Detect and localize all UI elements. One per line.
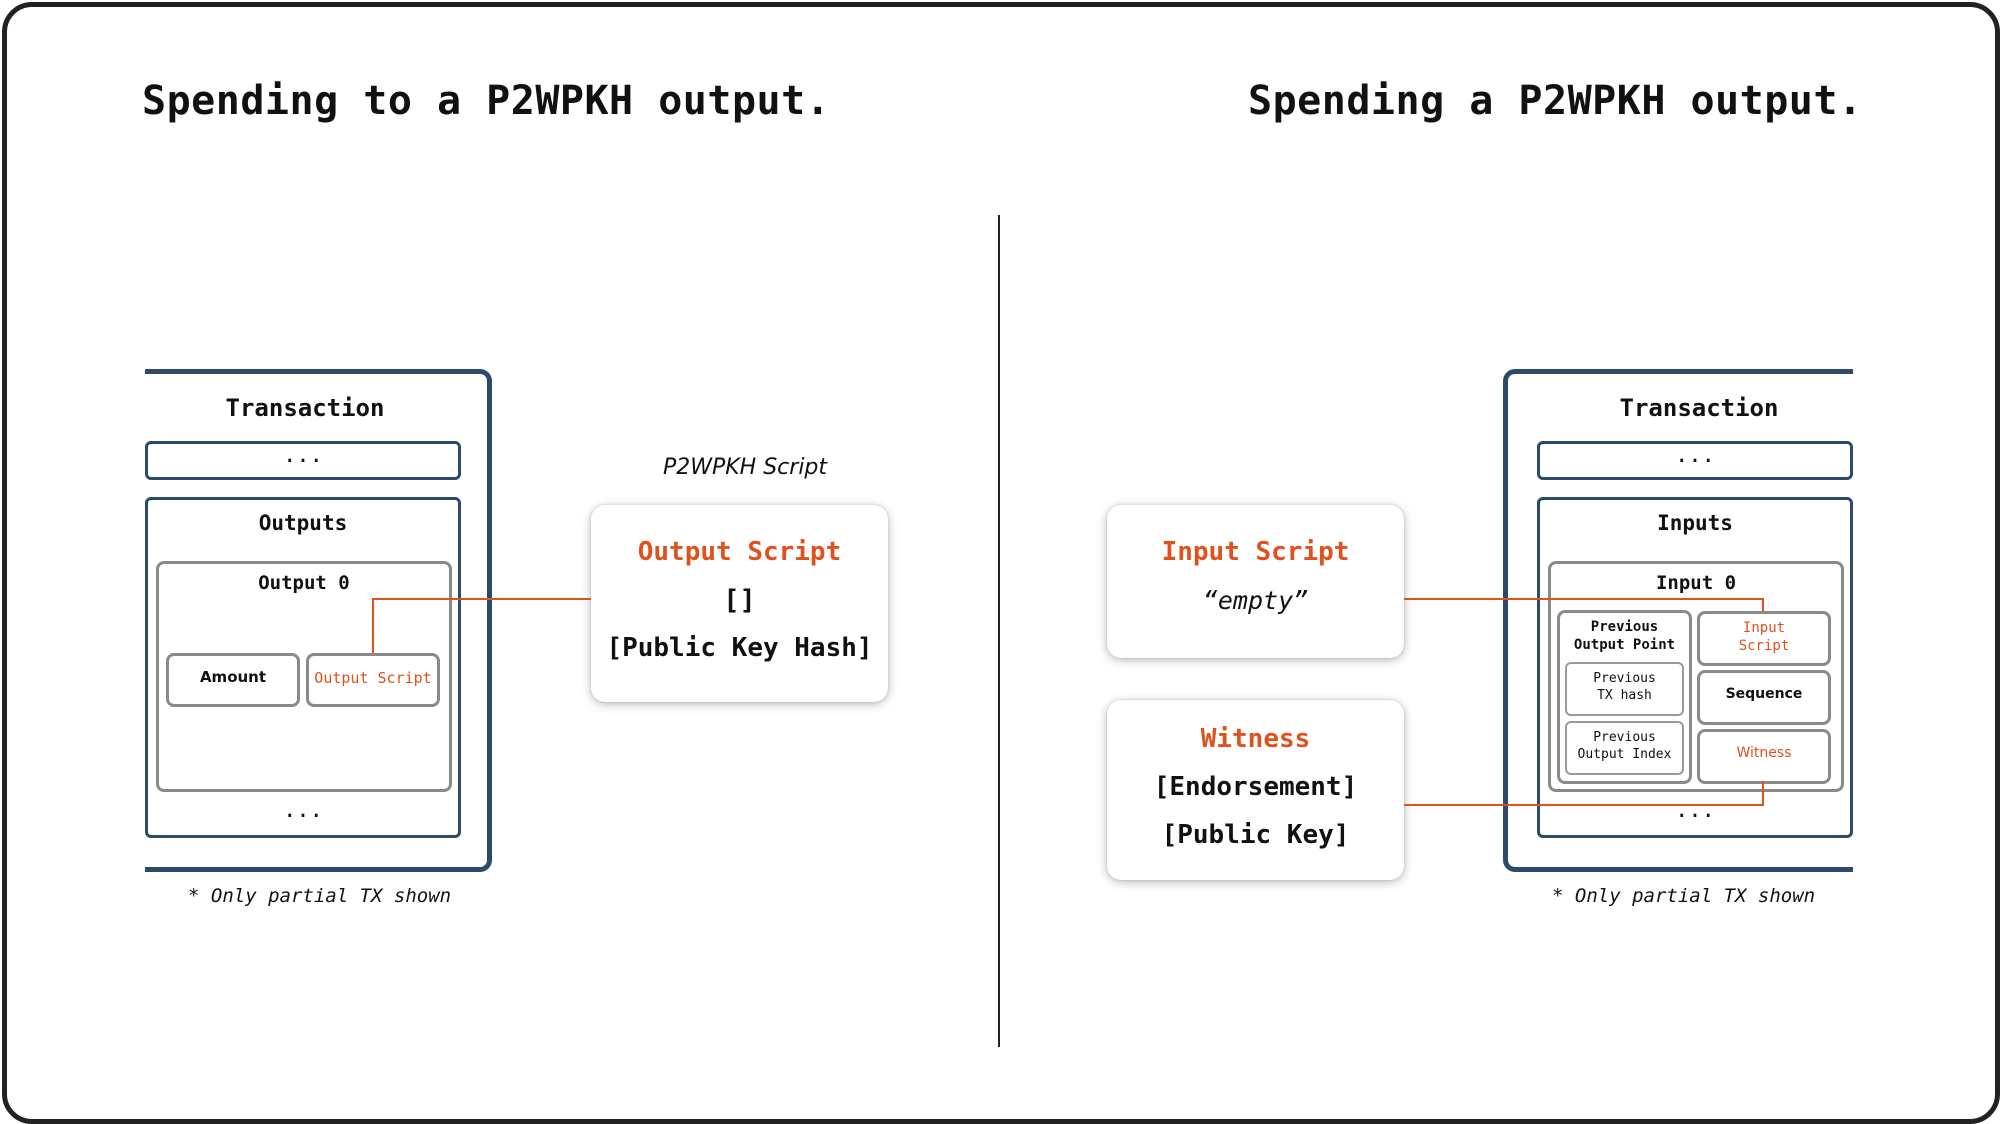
amount-field (166, 653, 300, 707)
p2wpkh-script-caption: P2WPKH Script (662, 455, 828, 480)
previous-tx-hash-label: Previous TX hash (1593, 671, 1656, 703)
left-title: Spending to a P2WPKH output. (142, 78, 831, 124)
output-script-card-title: Output Script (637, 537, 842, 567)
amount-label: Amount (199, 668, 267, 686)
previous-output-index-field (1565, 721, 1684, 775)
output-script-empty-op: [] (723, 585, 756, 616)
witness-endorsement: [Endorsement] (1153, 772, 1358, 802)
witness-card (1107, 700, 1404, 880)
right-tx-collapsed-fields (1537, 441, 1853, 480)
previous-output-index-label: Previous Output Index (1577, 730, 1672, 762)
input-script-field-label: Input Script (1738, 620, 1790, 654)
sequence-label: Sequence (1725, 686, 1803, 702)
left-tx-collapsed-fields (145, 441, 461, 480)
right-title: Spending a P2WPKH output. (1248, 78, 1863, 124)
input-script-card-title: Input Script (1161, 537, 1350, 567)
right-inputs-title: Inputs (1657, 511, 1733, 535)
witness-card-title: Witness (1200, 724, 1311, 754)
right-tx-ellipsis-bottom: ... (1675, 798, 1715, 823)
output-script-pubkey-hash: [Public Key Hash] (606, 633, 873, 663)
input-script-empty-value: “empty” (1202, 586, 1309, 615)
right-partial-note: * Only partial TX shown (1552, 885, 1816, 907)
output-script-field-label: Output Script (314, 669, 432, 687)
witness-field-label: Witness (1736, 745, 1792, 761)
left-tx-ellipsis-bottom: ... (283, 798, 323, 823)
output-script-field (306, 653, 440, 707)
center-divider (998, 215, 1000, 1047)
input-script-field (1697, 611, 1831, 666)
output-script-connector (372, 598, 591, 653)
left-partial-note: * Only partial TX shown (188, 885, 452, 907)
witness-connector (1404, 781, 1764, 806)
input-script-card (1107, 505, 1404, 658)
output-script-card (591, 505, 888, 702)
left-tx-ellipsis-top: ... (283, 443, 323, 468)
sequence-field (1697, 670, 1831, 725)
input-script-connector (1404, 598, 1764, 611)
witness-public-key: [Public Key] (1161, 820, 1350, 850)
left-transaction-title: Transaction (225, 394, 385, 422)
right-input-0-title: Input 0 (1655, 572, 1737, 594)
previous-output-point-label: Previous Output Point (1573, 619, 1676, 653)
right-transaction-title: Transaction (1619, 394, 1779, 422)
left-outputs-title: Outputs (258, 511, 348, 535)
previous-tx-hash-field (1565, 662, 1684, 716)
right-tx-ellipsis-top: ... (1675, 443, 1715, 468)
left-output-0-title: Output 0 (258, 572, 350, 594)
